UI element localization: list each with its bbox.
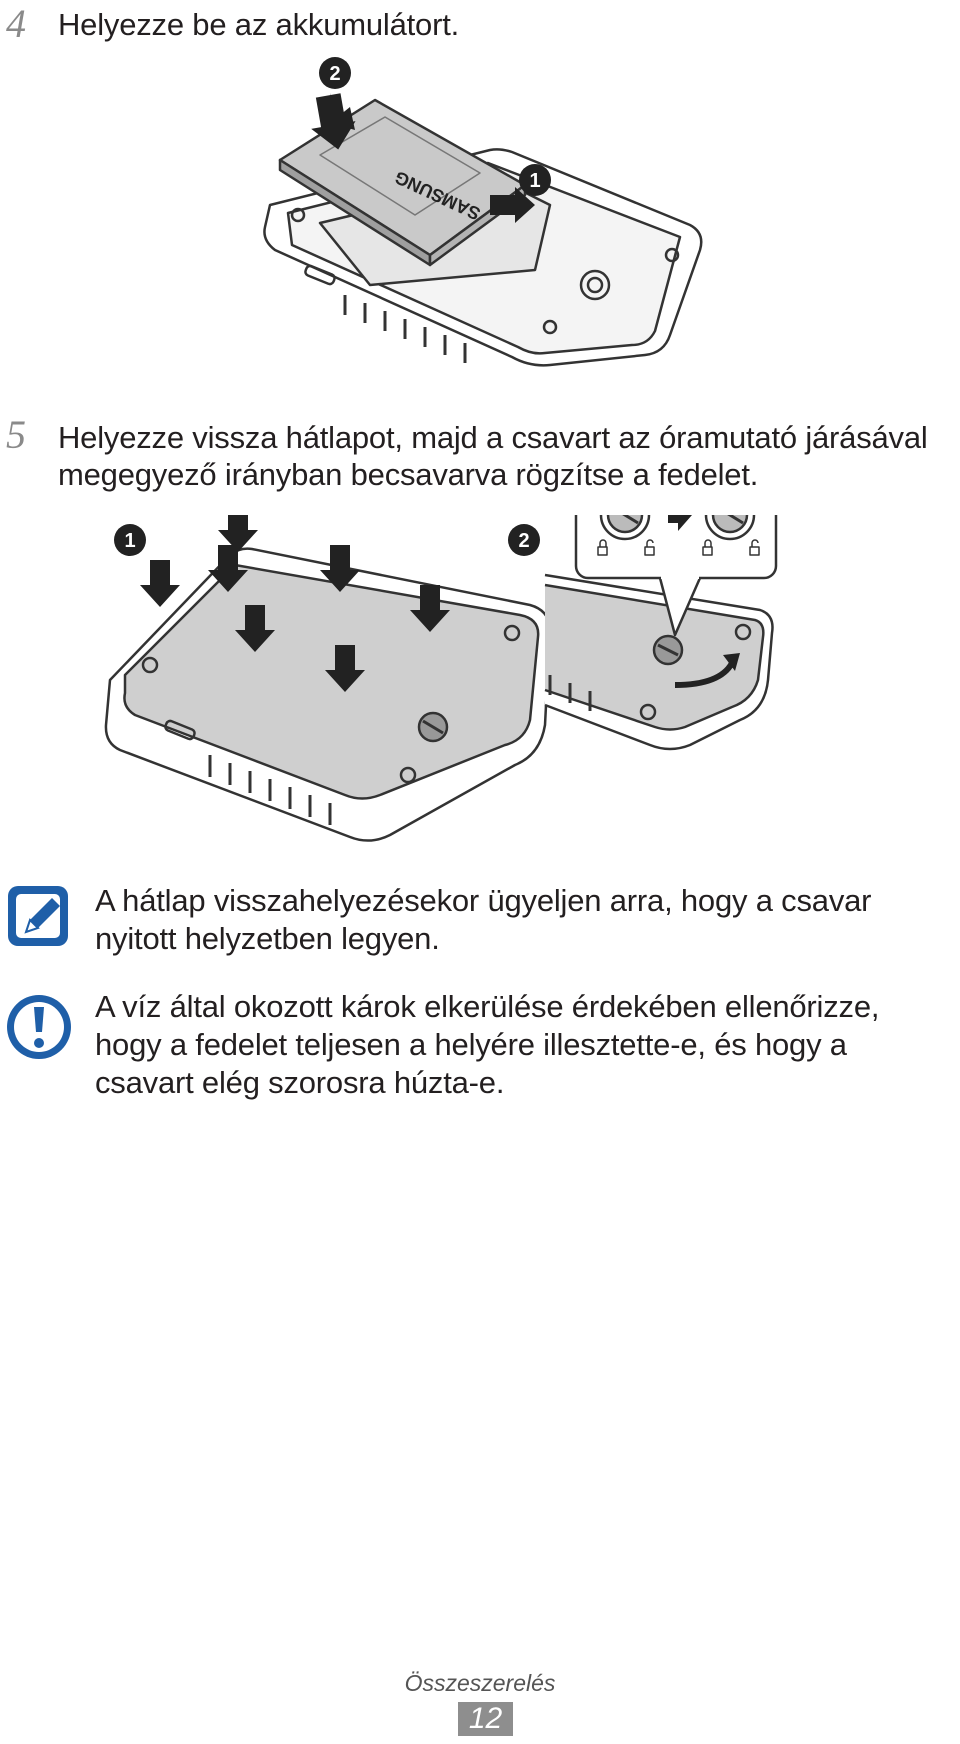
marker-1: 1 [519,164,551,196]
footer-section-title: Összeszerelés [404,1670,556,1696]
step-text: Helyezze be az akkumulátort. [58,7,460,42]
note-text-line-1: A víz által okozott károk elkerülése érd… [95,989,880,1024]
step-text-line-2: megegyező irányban becsavarva rögzítse a… [58,457,759,492]
step-text-line-1: Helyezze vissza hátlapot, majd a csavart… [58,420,928,455]
note-text-line-2: nyitott helyzetben legyen. [95,921,440,956]
svg-text:1: 1 [529,170,540,192]
note-text-line-2: hogy a fedelet teljesen a helyére illesz… [95,1027,847,1062]
svg-text:2: 2 [518,530,529,552]
marker-2: 2 [508,524,540,556]
marker-1: 1 [114,524,146,556]
step-number: 4 [6,1,26,46]
page-number: 12 [458,1702,513,1736]
marker-2: 2 [319,57,351,89]
warning-exclamation-icon [7,995,71,1059]
note-text-line-3: csavart elég szorosra húzta-e. [95,1065,505,1100]
note-pencil-icon [8,886,68,946]
battery-insert-illustration: SAMSUNG 2 1 [263,57,703,367]
cover-screw-illustration: 1 2 [104,515,778,842]
step-number: 5 [6,412,26,457]
note-text-line-1: A hátlap visszahelyezésekor ügyeljen arr… [95,883,872,918]
svg-text:1: 1 [124,530,135,552]
svg-text:2: 2 [329,63,340,85]
